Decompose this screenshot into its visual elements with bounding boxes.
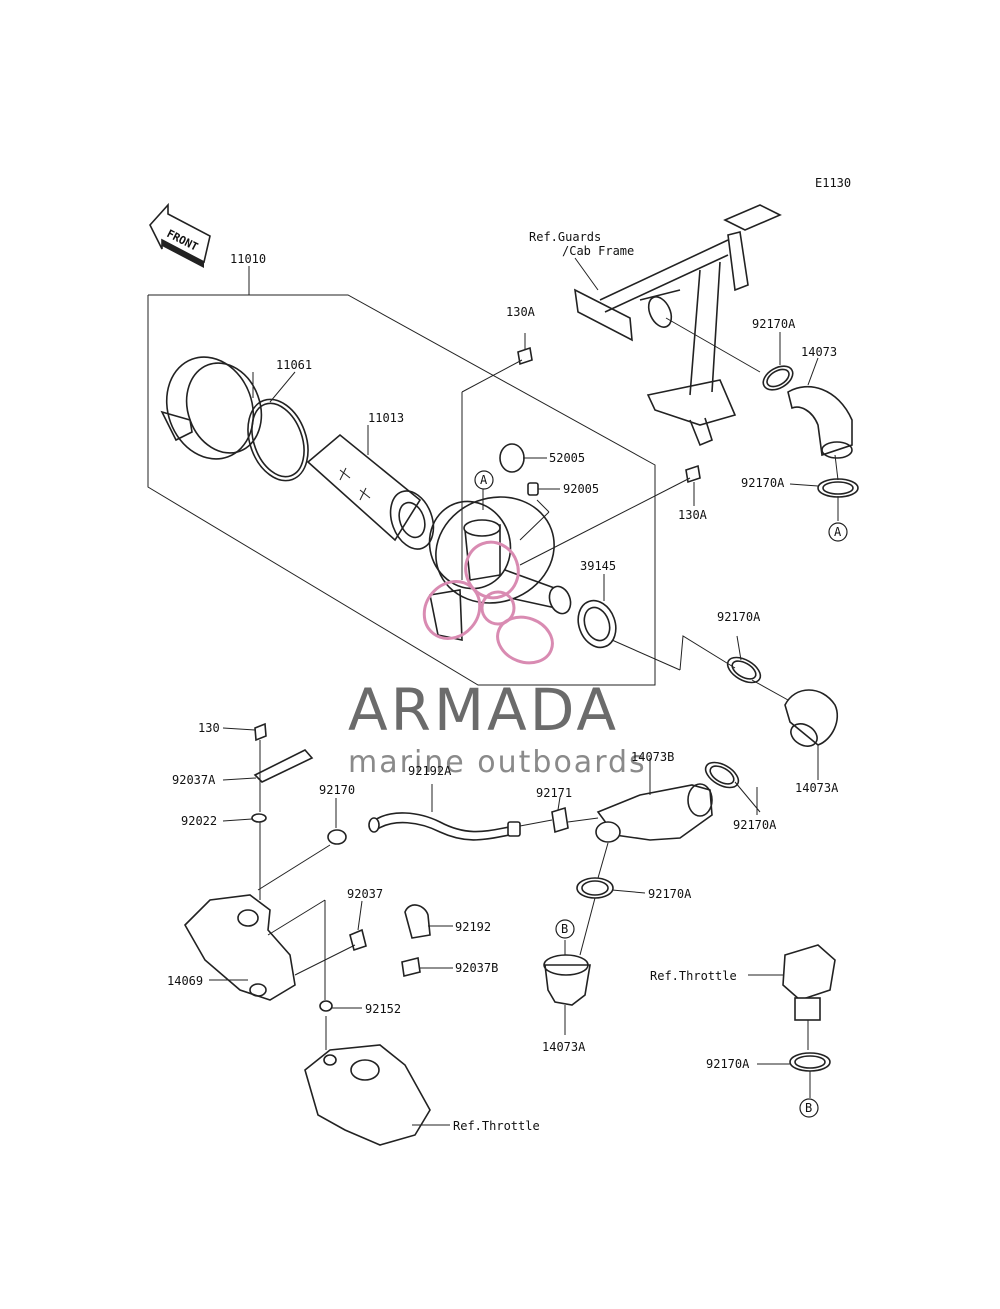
part-label-92170a-lower: 92170A bbox=[733, 818, 777, 832]
part-label-11013: 11013 bbox=[368, 411, 404, 425]
part-label-14069: 14069 bbox=[167, 974, 203, 988]
mid-duct-group bbox=[595, 635, 839, 843]
part-label-14073a-bottom: 14073A bbox=[542, 1040, 586, 1054]
part-label-11010: 11010 bbox=[230, 252, 266, 266]
propeller-logo-icon bbox=[422, 540, 554, 665]
connector-b-right: B bbox=[799, 1098, 819, 1118]
part-label-14073a-right: 14073A bbox=[795, 781, 839, 795]
connector-b-right-label: B bbox=[805, 1101, 812, 1115]
watermark-subtitle: marine outboards bbox=[348, 745, 647, 780]
connector-a-top-label: A bbox=[480, 473, 488, 487]
diagram-code: E1130 bbox=[815, 176, 851, 190]
part-label-130: 130 bbox=[198, 721, 220, 735]
hose-group bbox=[327, 784, 599, 845]
part-label-92170a-mid: 92170A bbox=[741, 476, 785, 490]
connector-a-right: A bbox=[828, 522, 848, 542]
part-label-92170a-center: 92170A bbox=[648, 887, 692, 901]
armada-watermark: ARMADA marine outboards bbox=[348, 540, 647, 780]
part-label-52005: 52005 bbox=[549, 451, 585, 465]
part-label-92170a-right: 92170A bbox=[717, 610, 761, 624]
part-label-92170a-top: 92170A bbox=[752, 317, 796, 331]
part-label-92192: 92192 bbox=[455, 920, 491, 934]
part-label-92022: 92022 bbox=[181, 814, 217, 828]
upper-duct-group bbox=[665, 317, 859, 521]
part-label-11061: 11061 bbox=[276, 358, 312, 372]
part-label-92192a: 92192A bbox=[408, 764, 452, 778]
lower-duct-group bbox=[543, 842, 646, 1035]
part-label-14073: 14073 bbox=[801, 345, 837, 359]
part-label-130a-right: 130A bbox=[678, 508, 708, 522]
air-cleaner-group bbox=[160, 333, 736, 671]
connector-a-top: A bbox=[474, 470, 494, 490]
part-label-92005: 92005 bbox=[563, 482, 599, 496]
part-label-92170a-bottomright: 92170A bbox=[706, 1057, 750, 1071]
cab-frame-ref bbox=[574, 204, 782, 447]
watermark-title: ARMADA bbox=[348, 676, 619, 744]
part-label-92170: 92170 bbox=[319, 783, 355, 797]
assembly-boundary bbox=[147, 266, 656, 686]
part-label-14073b: 14073B bbox=[631, 750, 674, 764]
left-bracket-group bbox=[184, 722, 453, 1012]
part-label-130a-top: 130A bbox=[506, 305, 536, 319]
connector-b-center-label: B bbox=[561, 922, 568, 936]
part-label-92037: 92037 bbox=[347, 887, 383, 901]
connector-a-right-label: A bbox=[834, 525, 842, 539]
part-label-92152: 92152 bbox=[365, 1002, 401, 1016]
part-label-92037b: 92037B bbox=[455, 961, 498, 975]
front-arrow-icon: FRONT bbox=[149, 202, 211, 268]
throttle-ref-bottom bbox=[304, 1016, 450, 1146]
ref-cab-frame-label: /Cab Frame bbox=[562, 244, 634, 258]
ref-guards-label: Ref.Guards bbox=[529, 230, 601, 244]
connector-b-center: B bbox=[555, 919, 575, 939]
part-label-92171: 92171 bbox=[536, 786, 572, 800]
ref-throttle-bottom-label: Ref.Throttle bbox=[453, 1119, 540, 1133]
throttle-ref-right bbox=[748, 944, 836, 1098]
part-label-39145: 39145 bbox=[580, 559, 616, 573]
part-label-92037a: 92037A bbox=[172, 773, 216, 787]
ref-throttle-right-label: Ref.Throttle bbox=[650, 969, 737, 983]
